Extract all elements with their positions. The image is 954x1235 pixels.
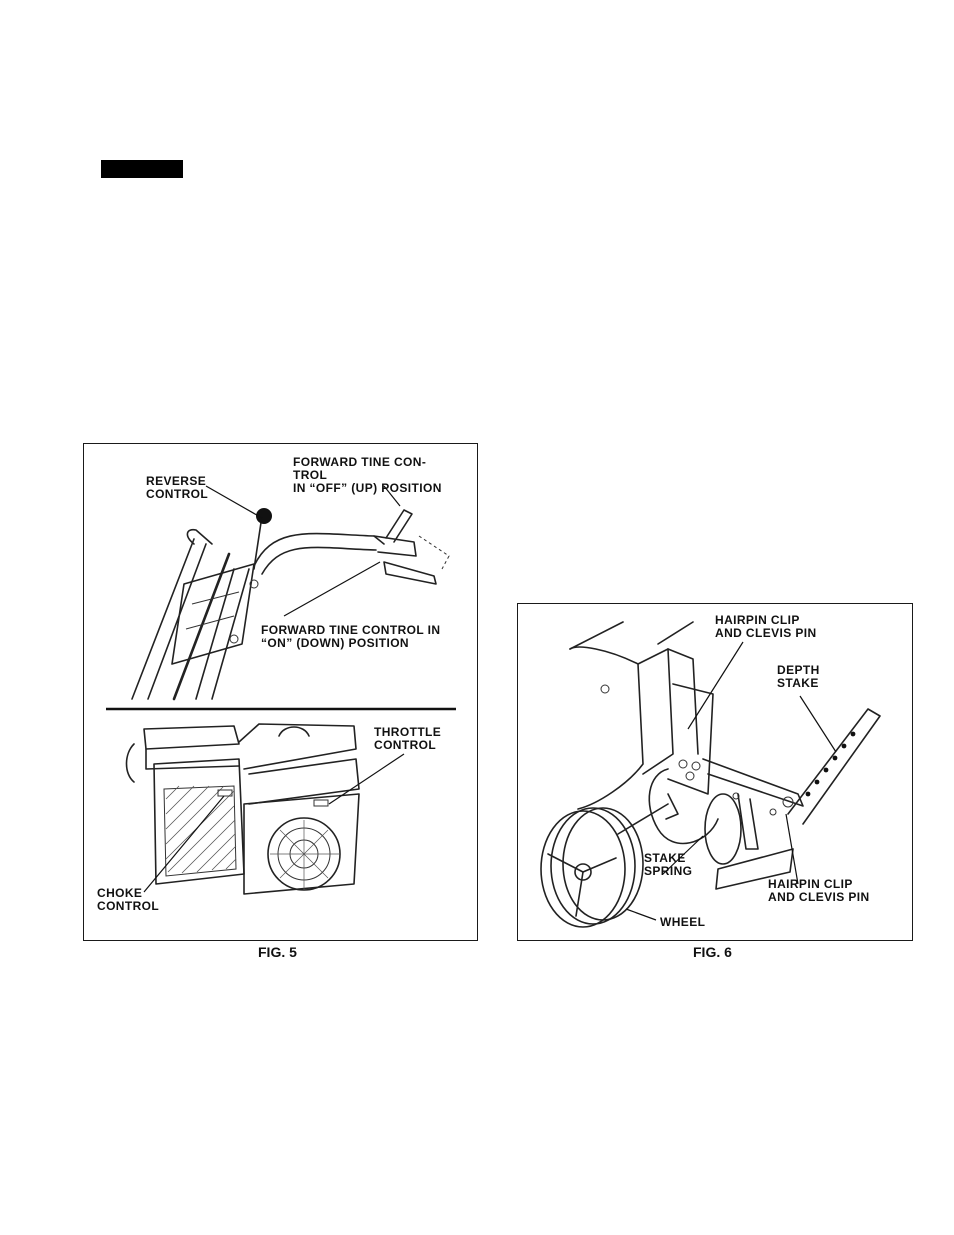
wheel-label: WHEEL [660, 916, 705, 929]
tiller-handle-drawing [132, 508, 449, 699]
choke-control-label: CHOKE CONTROL [97, 887, 159, 913]
reverse-control-label: REVERSE CONTROL [146, 475, 208, 501]
tiller-frame-drawing [570, 622, 880, 889]
figure-5-caption: FIG. 5 [258, 944, 297, 960]
figure-5-illustration [84, 444, 479, 942]
figure-5-panel: REVERSE CONTROL FORWARD TINE CON- TROL I… [83, 443, 478, 941]
depth-stake-label: DEPTH STAKE [777, 664, 820, 690]
figure-6-caption: FIG. 6 [693, 944, 732, 960]
engine-drawing [127, 724, 360, 894]
figure-6-panel: HAIRPIN CLIP AND CLEVIS PIN DEPTH STAKE … [517, 603, 913, 941]
forward-tine-on-label: FORWARD TINE CONTROL IN “ON” (DOWN) POSI… [261, 624, 440, 650]
stake-spring-label: STAKE SPRING [644, 852, 692, 878]
throttle-control-label: THROTTLE CONTROL [374, 726, 441, 752]
hairpin-clip-bottom-label: HAIRPIN CLIP AND CLEVIS PIN [768, 878, 870, 904]
hairpin-clip-top-label: HAIRPIN CLIP AND CLEVIS PIN [715, 614, 817, 640]
forward-tine-off-label: FORWARD TINE CON- TROL IN “OFF” (UP) POS… [293, 456, 442, 495]
redacted-heading-block [101, 160, 183, 178]
